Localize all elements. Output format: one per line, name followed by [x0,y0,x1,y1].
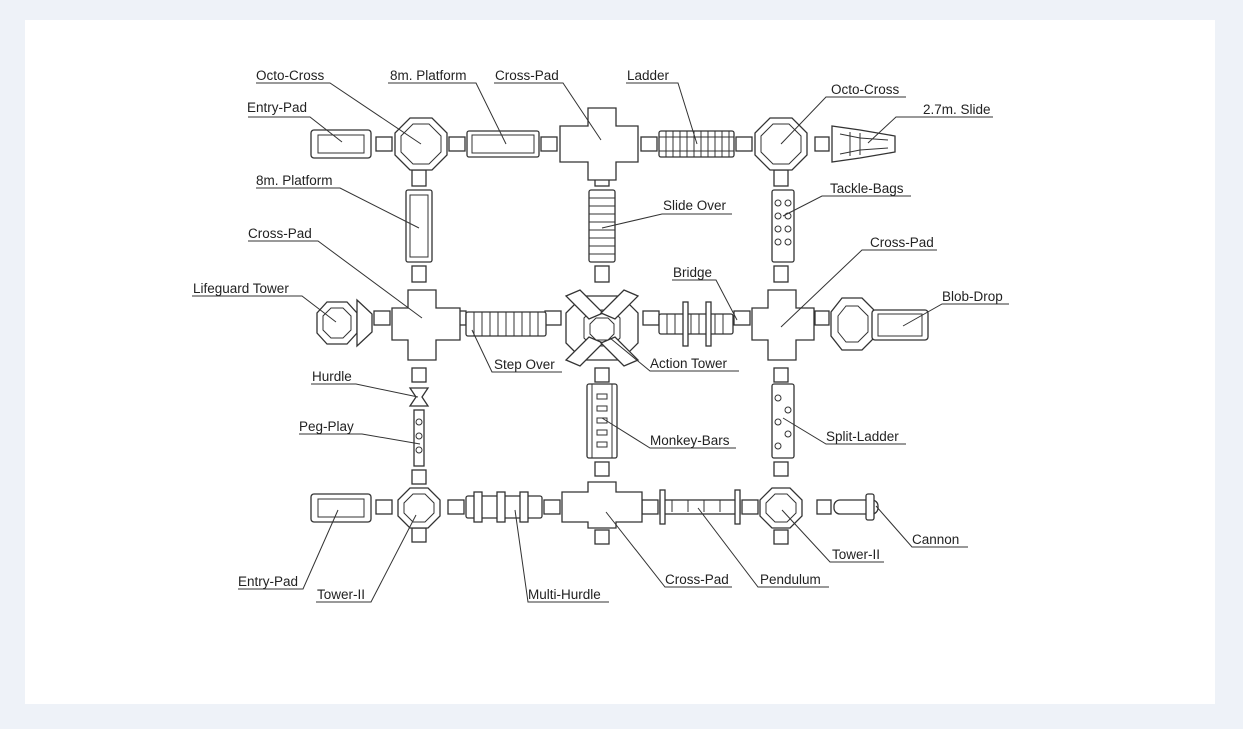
lifeguard-tower [316,298,373,348]
tackle-bags [771,189,795,263]
label-cross-pad-middle-left: Cross-Pad [248,226,312,241]
entry-pad-top [310,129,372,159]
label-cross-pad-middle-right: Cross-Pad [870,235,934,250]
leader-lines [192,82,1009,603]
label-ladder: Ladder [627,68,670,83]
pendulum [659,489,741,525]
label-lifeguard-tower: Lifeguard Tower [193,281,289,296]
label-blob-drop: Blob-Drop [942,289,1003,304]
cross-pad-middle-left [391,289,461,361]
hurdle [408,387,430,407]
label-monkey-bars: Monkey-Bars [650,433,730,448]
label-platform-8m-top: 8m. Platform [390,68,467,83]
label-entry-pad-bottom: Entry-Pad [238,574,298,589]
bridge [658,301,734,347]
label-octo-cross-left: Octo-Cross [256,68,325,83]
monkey-bars [586,383,618,459]
labels: Octo-Cross 8m. Platform Cross-Pad Ladder… [193,68,1003,602]
label-pendulum: Pendulum [760,572,821,587]
label-hurdle: Hurdle [312,369,352,384]
cross-pad-bottom-center [561,481,643,529]
split-ladder [771,383,795,459]
label-bridge: Bridge [673,265,712,280]
cross-pad-top-center [559,107,639,181]
platform-8m-top [466,130,540,158]
label-entry-pad-top: Entry-Pad [247,100,307,115]
entry-pad-bottom [310,493,372,523]
tower-ii-left [397,487,441,529]
slide-2-7m [831,125,896,163]
label-peg-play: Peg-Play [299,419,354,434]
label-multi-hurdle: Multi-Hurdle [528,587,601,602]
label-platform-8m-vertical: 8m. Platform [256,173,333,188]
label-cross-pad-bottom: Cross-Pad [665,572,729,587]
action-tower [564,289,640,367]
tower-ii-right [759,487,803,529]
label-octo-cross-right: Octo-Cross [831,82,900,97]
slide-over [588,189,616,263]
label-action-tower: Action Tower [650,356,728,371]
peg-play [413,409,425,467]
label-tower-ii-right: Tower-II [832,547,880,562]
label-cross-pad-top: Cross-Pad [495,68,559,83]
label-slide-2-7m: 2.7m. Slide [923,102,991,117]
label-tower-ii-left: Tower-II [317,587,365,602]
blob-drop [830,297,929,351]
step-over [465,311,547,337]
label-step-over: Step Over [494,357,555,372]
label-split-ladder: Split-Ladder [826,429,899,444]
multi-hurdle [465,491,543,523]
label-slide-over: Slide Over [663,198,727,213]
platform-8m-vertical [405,189,433,263]
cannon [833,493,879,521]
label-tackle-bags: Tackle-Bags [830,181,904,196]
label-cannon: Cannon [912,532,959,547]
